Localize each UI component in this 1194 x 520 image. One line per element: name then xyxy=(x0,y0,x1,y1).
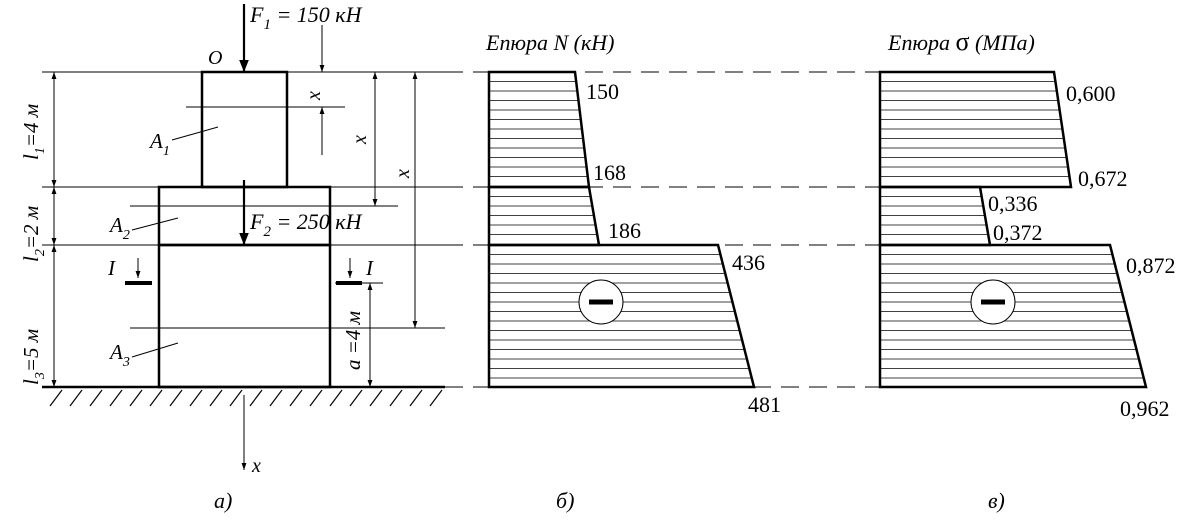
diagram-n: Епюра N (кН) 150 168 186 436 481 xyxy=(485,30,781,417)
force-2-label: F2 = 250 кН xyxy=(249,209,363,240)
diagram-sigma-value-0600: 0,600 xyxy=(1066,81,1116,106)
segment-3 xyxy=(157,243,332,389)
area-2-label: A2 xyxy=(108,213,130,243)
length-1-label: l1=4 м xyxy=(19,104,48,160)
diagram-sigma-segment-3 xyxy=(878,243,1148,389)
caption-c: в) xyxy=(988,488,1005,513)
x-coordinate-dimensions xyxy=(319,25,418,387)
diagram-sigma-title: Епюра σ (МПа) xyxy=(887,27,1035,56)
x-dim-label-1: x xyxy=(303,91,325,101)
diagram-sigma-segment-2 xyxy=(878,185,992,247)
origin-label: O xyxy=(208,47,222,69)
diagram-n-hatching xyxy=(489,81,752,379)
diagram-sigma-value-0372: 0,372 xyxy=(993,220,1043,245)
caption-a: а) xyxy=(214,488,232,513)
diagram-sigma-value-0672: 0,672 xyxy=(1078,166,1128,191)
x-axis-label: x xyxy=(251,455,261,477)
length-2-label: l2=2 м xyxy=(19,206,48,262)
ground-hatching xyxy=(49,389,443,407)
diagram-n-value-186: 186 xyxy=(608,218,641,243)
area-3-label: A3 xyxy=(108,340,130,370)
diagram-n-value-436: 436 xyxy=(732,250,765,275)
diagram-n-segment-1 xyxy=(487,70,591,189)
diagram-n-title: Епюра N (кН) xyxy=(485,30,614,55)
segment-1 xyxy=(200,70,289,189)
section-label-left: I xyxy=(107,256,116,280)
extension-lines xyxy=(42,71,445,329)
section-label-right: I xyxy=(365,256,374,280)
force-1-label: F1 = 150 кН xyxy=(249,2,363,33)
a-dim-label: a =4 м xyxy=(341,311,365,370)
caption-b: б) xyxy=(556,488,574,513)
diagram-n-value-168: 168 xyxy=(593,160,626,185)
diagram-sigma-value-0336: 0,336 xyxy=(988,191,1038,216)
area-1-label: A1 xyxy=(148,129,170,159)
diagram-sigma-value-0962: 0,962 xyxy=(1120,396,1170,421)
diagram-n-segment-3 xyxy=(487,243,756,389)
x-dim-label-3: x xyxy=(392,169,414,179)
diagram-n-value-481: 481 xyxy=(748,392,781,417)
x-dim-label-2: x xyxy=(349,135,371,145)
diagram-n-segment-2 xyxy=(487,185,601,247)
diagram-sigma-value-0872: 0,872 xyxy=(1126,253,1176,278)
length-3-label: l3=5 м xyxy=(19,329,48,385)
diagram-sigma: Епюра σ (МПа) 0,600 0,672 0,336 0,372 0,… xyxy=(878,27,1176,421)
bar-scheme: x F1 = 150 кН O F2 = 250 кН l1=4 м l2=2 xyxy=(19,2,445,477)
diagram-n-value-150: 150 xyxy=(586,79,619,104)
diagram-sigma-segment-1 xyxy=(878,70,1073,189)
